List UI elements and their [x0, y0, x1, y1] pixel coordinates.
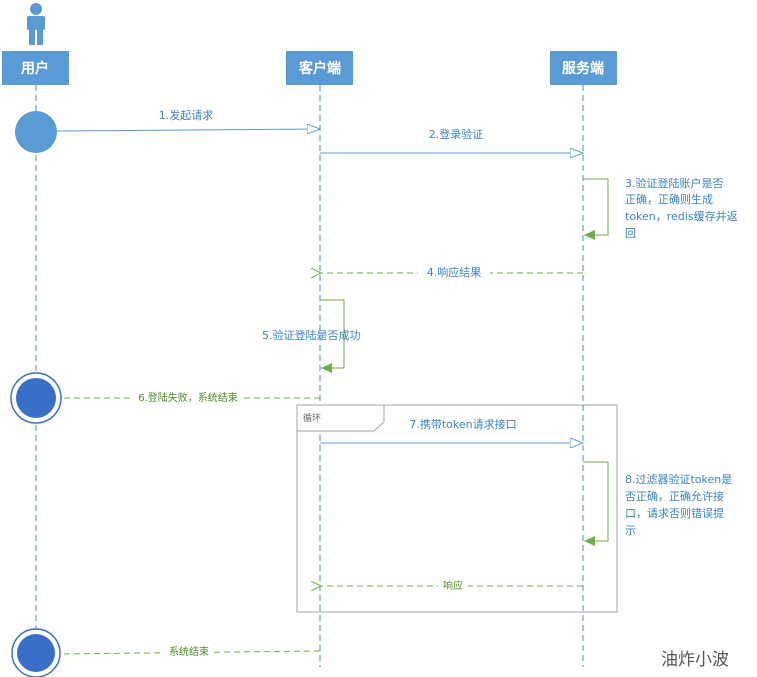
message-10-label: 系统结束: [169, 645, 209, 658]
participant-user-label: 用户: [21, 60, 49, 77]
loop-label: 循环: [303, 412, 321, 424]
message-8-line-4: 示: [625, 524, 636, 537]
message-5-self-arrow: [320, 299, 345, 373]
end-node-1: [10, 372, 62, 424]
participant-server: 服务端: [550, 51, 617, 85]
watermark: 油炸小波: [661, 650, 729, 670]
message-1-label: 1.发起请求: [159, 108, 214, 122]
message-7-label: 7.携带token请求接口: [409, 417, 516, 431]
message-5-label: 5.验证登陆是否成功: [262, 328, 361, 342]
message-2-label: 2.登录验证: [429, 127, 484, 141]
participant-user: 用户: [2, 51, 69, 85]
participant-client-label: 客户端: [298, 60, 341, 77]
message-6-label: 6.登陆失败，系统结束: [138, 391, 238, 404]
message-1-arrow: [56, 129, 320, 131]
message-3-line-4: 回: [625, 227, 636, 240]
end-node-2: [11, 628, 61, 677]
message-8-line-2: 否正确，正确允许接: [625, 489, 724, 503]
message-3-label: 3.验证登陆账户是否 正确，正确则生成 token，redis缓存并返 回: [625, 176, 738, 240]
user-actor-icon: [27, 3, 45, 45]
participant-server-label: 服务端: [562, 60, 604, 77]
message-8-label: 8.过滤器验证token是 否正确，正确允许接 口，请求否则错误提 示: [625, 472, 732, 537]
message-3-line-1: 3.验证登陆账户是否: [625, 176, 724, 190]
message-3-self-arrow: [583, 178, 609, 240]
message-8-line-3: 口，请求否则错误提: [625, 506, 724, 520]
message-8-line-1: 8.过滤器验证token是: [625, 472, 732, 486]
message-3-line-2: 正确，正确则生成: [625, 192, 713, 206]
participant-client: 客户端: [286, 51, 353, 85]
message-8-self-arrow: [583, 461, 609, 546]
message-3-line-3: token，redis缓存并返: [625, 209, 738, 223]
loop-frame: 循环: [296, 404, 618, 613]
start-node: [15, 111, 57, 153]
message-9-label: 响应: [443, 579, 463, 592]
message-4-label: 4.响应结果: [427, 265, 482, 279]
